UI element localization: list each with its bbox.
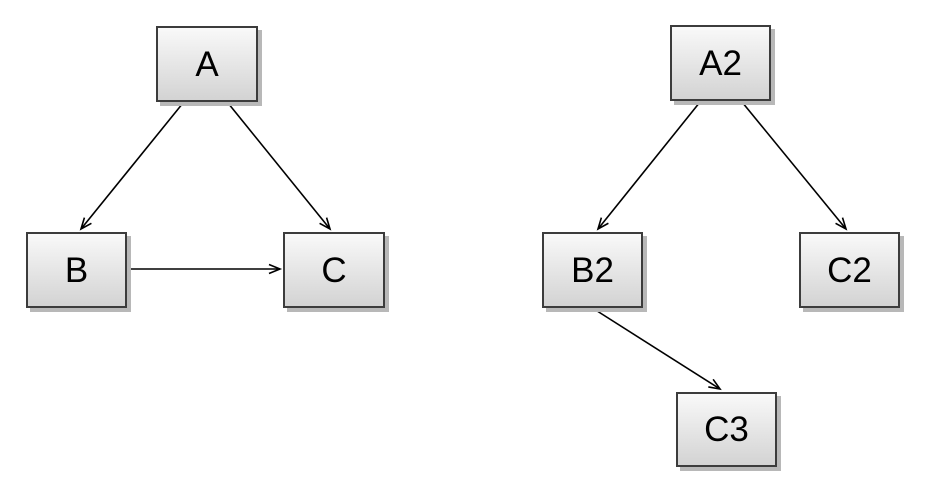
node-B: B bbox=[26, 232, 127, 308]
node-label: B2 bbox=[571, 250, 614, 290]
node-label: C bbox=[321, 250, 347, 290]
node-A2: A2 bbox=[670, 25, 771, 101]
node-C: C bbox=[283, 232, 385, 308]
node-label: A bbox=[195, 44, 219, 84]
node-label: B bbox=[64, 250, 89, 290]
node-C3: C3 bbox=[676, 392, 777, 467]
node-C2: C2 bbox=[799, 232, 900, 308]
edge-A-C bbox=[227, 102, 332, 231]
node-label: C3 bbox=[704, 410, 749, 449]
edge-B2-C3 bbox=[593, 308, 722, 391]
edge-A2-B2 bbox=[596, 101, 701, 231]
node-label: C2 bbox=[827, 250, 872, 290]
node-B2: B2 bbox=[542, 232, 643, 308]
node-A: A bbox=[156, 26, 258, 102]
node-label: A2 bbox=[699, 43, 742, 83]
edge-A2-C2 bbox=[741, 101, 848, 231]
edge-A-B bbox=[79, 102, 184, 231]
